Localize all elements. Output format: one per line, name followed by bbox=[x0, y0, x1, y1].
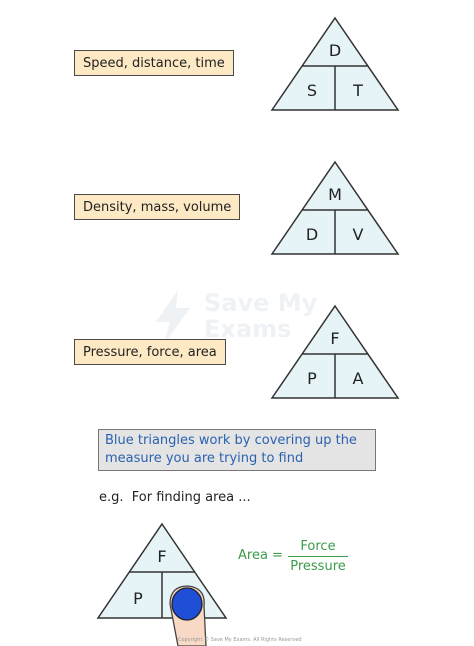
density-mass-volume-label: Density, mass, volume bbox=[74, 194, 241, 220]
triangle-bottom-left-symbol: P bbox=[307, 369, 317, 388]
pressure-force-area-label: Pressure, force, area bbox=[74, 339, 226, 365]
watermark-logo-icon bbox=[156, 290, 190, 344]
speed-triangle: D S T bbox=[270, 16, 400, 111]
formula-denominator: Pressure bbox=[290, 559, 346, 574]
triangle-bottom-right-symbol: A bbox=[353, 369, 364, 388]
triangle-top-symbol: F bbox=[330, 329, 339, 348]
triangle-bottom-left-symbol: P bbox=[133, 589, 143, 608]
explanation-note: Blue triangles work by covering up the m… bbox=[98, 429, 376, 471]
formula-fraction: Force Pressure bbox=[288, 538, 348, 575]
density-triangle: M D V bbox=[270, 160, 400, 255]
triangle-top-symbol: M bbox=[328, 185, 342, 204]
pressure-triangle: F P A bbox=[270, 304, 400, 399]
note-line-2: measure you are trying to find bbox=[105, 451, 304, 466]
triangle-bottom-right-symbol: V bbox=[353, 225, 364, 244]
triangle-top-symbol: F bbox=[157, 547, 166, 566]
finger-icon bbox=[169, 585, 207, 646]
speed-distance-time-label: Speed, distance, time bbox=[74, 50, 234, 76]
formula-lhs: Area = bbox=[238, 548, 283, 563]
example-label: e.g. For finding area ... bbox=[99, 490, 251, 505]
note-line-1: Blue triangles work by covering up the bbox=[105, 433, 357, 448]
triangle-bottom-left-symbol: D bbox=[306, 225, 318, 244]
fraction-bar bbox=[288, 556, 348, 557]
triangle-bottom-right-symbol: T bbox=[352, 81, 363, 100]
copyright-text: Copyright © Save My Exams. All Rights Re… bbox=[178, 637, 302, 643]
triangle-bottom-left-symbol: S bbox=[307, 81, 317, 100]
formula-numerator: Force bbox=[300, 539, 336, 554]
triangle-top-symbol: D bbox=[329, 41, 341, 60]
example-triangle: F P A bbox=[96, 522, 228, 646]
